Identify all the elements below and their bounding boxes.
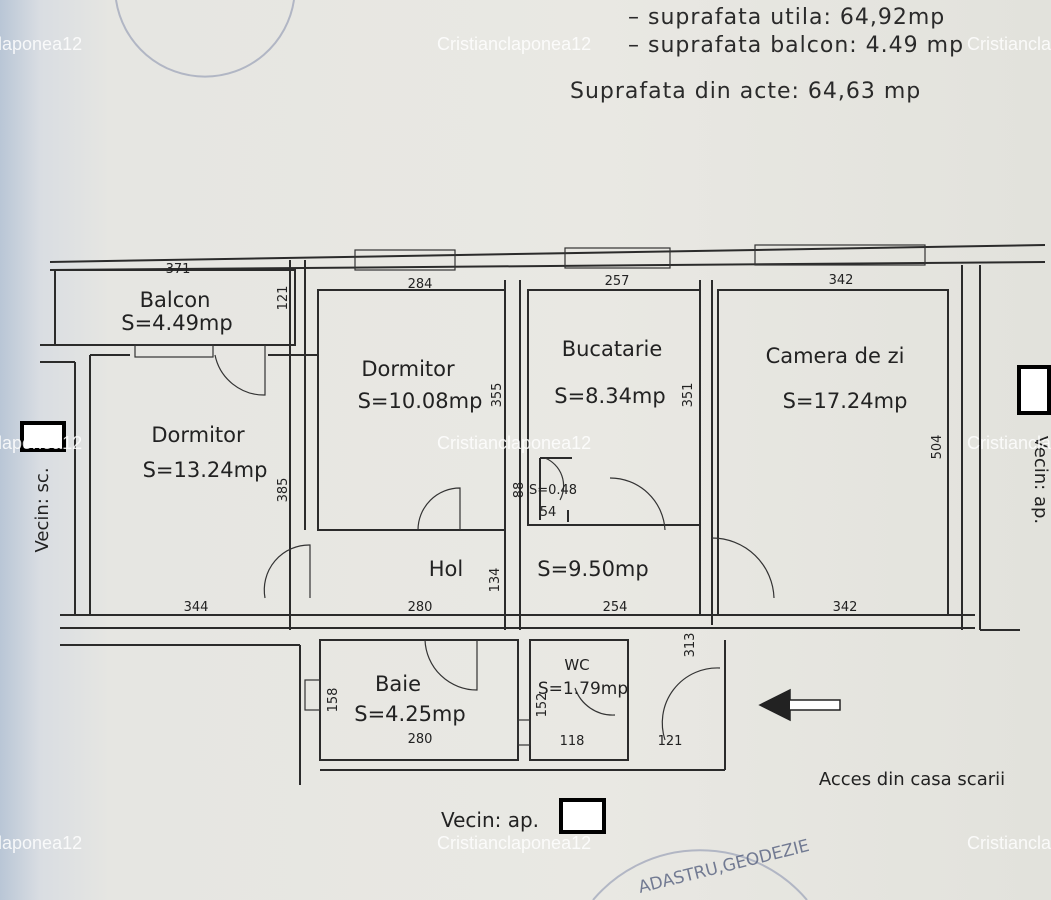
dim-wc-height: 152 [535, 693, 550, 718]
room-area-dormitor-1: S=13.24mp [143, 458, 268, 482]
watermark: Cristianclaponea12 [0, 433, 82, 453]
dim-buc-width: 257 [605, 274, 630, 289]
stamp-text: ADASTRU,GEODEZIE [636, 836, 811, 898]
watermark: Cristianclaponea12 [0, 34, 82, 54]
neighbour-bottom: Vecin: ap. [441, 808, 539, 832]
room-name-hol: Hol [429, 557, 463, 581]
dim-camera-width-bottom: 342 [833, 600, 858, 615]
room-name-bucatarie: Bucatarie [562, 337, 663, 361]
access-label: Acces din casa scarii [819, 769, 1005, 790]
dim-dorm1-width: 344 [184, 600, 209, 615]
room-name-baie: Baie [375, 672, 421, 696]
redaction-box-left [20, 421, 66, 452]
watermark: Cristianclaponea12 [967, 833, 1051, 853]
watermark: Cristianclaponea12 [0, 833, 82, 853]
dim-camera-width-top: 342 [829, 273, 854, 288]
dim-baie-height: 158 [326, 688, 341, 713]
arrow-left-icon [758, 688, 841, 722]
room-name-dormitor-1: Dormitor [151, 423, 245, 447]
room-area-wc: S=1.79mp [538, 679, 628, 699]
watermark: Cristianclaponea12 [437, 833, 591, 853]
room-area-closet: S=0.48 [529, 483, 577, 498]
doors [214, 345, 775, 741]
watermark: Cristianclaponea12 [437, 433, 591, 453]
dim-balcon-depth: 121 [276, 286, 291, 311]
room-name-dormitor-2: Dormitor [361, 357, 455, 381]
room-area-dormitor-2: S=10.08mp [358, 389, 483, 413]
room-area-camera: S=17.24mp [783, 389, 908, 413]
neighbour-right: Vecin: ap. [1030, 436, 1051, 524]
watermark: Cristianclaponea12 [967, 433, 1051, 453]
stamp-top [115, 0, 295, 78]
walls [40, 244, 1046, 785]
redaction-box-right [1017, 365, 1051, 415]
room-name-balcon: Balcon [140, 288, 211, 312]
dim-wc-width: 118 [560, 734, 585, 749]
neighbour-left: Vecin: sc. [32, 467, 53, 552]
dim-closet-width: 54 [540, 505, 557, 520]
dim-hol-w2: 254 [603, 600, 628, 615]
room-area-balcon: S=4.49mp [121, 311, 232, 335]
deed-area: Suprafata din acte: 64,63 mp [570, 79, 921, 104]
usable-area: – suprafata utila: 64,92mp [628, 5, 945, 30]
dim-baie-width: 280 [408, 732, 433, 747]
dim-dorm2-width: 284 [408, 277, 433, 292]
dim-hol-height: 134 [488, 568, 503, 593]
stamp-bottom [592, 849, 808, 900]
dim-hol-w1: 280 [408, 600, 433, 615]
room-area-hol: S=9.50mp [537, 557, 648, 581]
room-area-baie: S=4.25mp [354, 702, 465, 726]
room-area-bucatarie: S=8.34mp [554, 384, 665, 408]
dim-dorm2-height: 355 [490, 383, 505, 408]
dim-camera-height: 504 [930, 435, 945, 460]
balcony-area: – suprafata balcon: 4.49 mp [628, 33, 964, 58]
watermarks: Cristianclaponea12 Cristianclaponea12 Cr… [0, 34, 1051, 853]
dim-dorm1-height: 385 [276, 478, 291, 503]
watermark: Cristianclaponea12 [967, 34, 1051, 54]
dim-closet-height: 88 [512, 482, 527, 499]
watermark: Cristianclaponea12 [437, 34, 591, 54]
room-name-camera: Camera de zi [766, 344, 905, 368]
dim-entry-height: 313 [683, 633, 698, 658]
redaction-box-bottom [559, 798, 606, 834]
dim-balcon-width: 371 [166, 262, 191, 277]
dim-buc-height: 351 [681, 383, 696, 408]
room-name-wc: WC [564, 656, 589, 674]
dim-entry-width: 121 [658, 734, 683, 749]
